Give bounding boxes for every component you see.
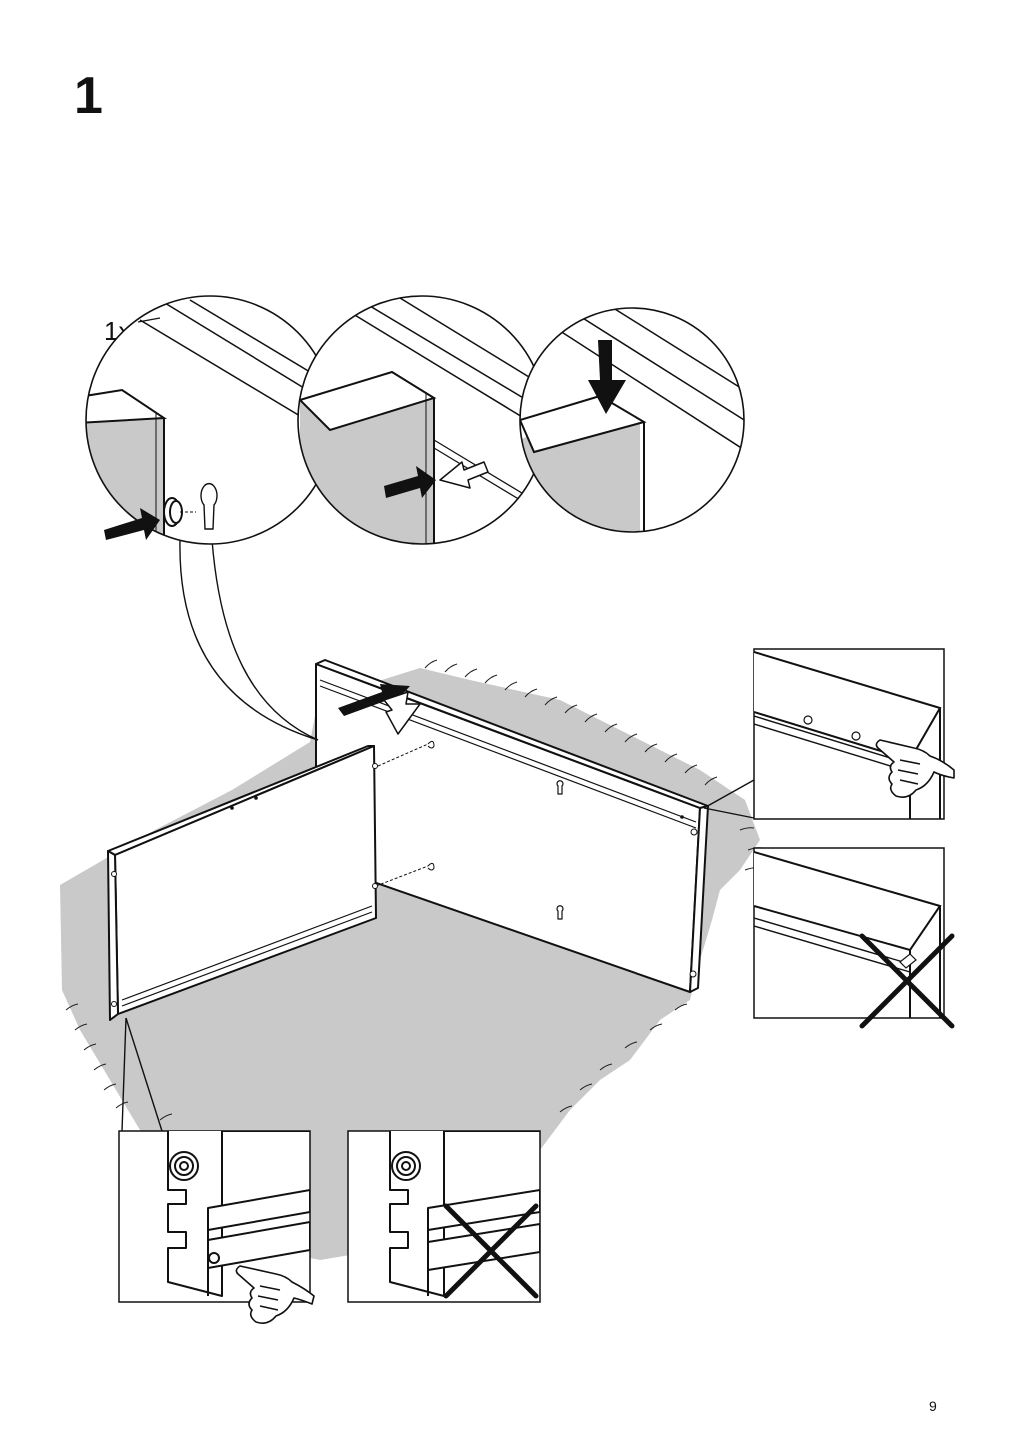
front-panel xyxy=(107,745,378,1021)
detail-circle-insert-pin xyxy=(85,295,335,545)
push-arrow-icon xyxy=(384,466,436,498)
hollow-arrow-icon xyxy=(439,461,489,489)
pin-lines xyxy=(375,740,435,887)
detail-box-groove-correct xyxy=(118,1130,315,1324)
finger-press-icon xyxy=(235,1265,315,1324)
cross-out-icon xyxy=(859,933,955,1029)
finger-press-icon xyxy=(875,739,955,798)
detail-circle-drop xyxy=(519,307,745,533)
step-number: 1 xyxy=(74,67,103,125)
push-arrow-icon xyxy=(338,684,421,735)
detail-box-holes-correct xyxy=(753,648,955,820)
cross-out-icon xyxy=(443,1203,539,1299)
detail-box-groove-wrong xyxy=(347,1130,541,1303)
callout-lines xyxy=(121,539,755,1132)
page-number: 9 xyxy=(929,1398,937,1414)
down-arrow-icon xyxy=(588,340,626,414)
detail-circle-slide xyxy=(297,295,547,545)
push-arrow-icon xyxy=(104,508,160,540)
detail-box-holes-wrong xyxy=(753,847,955,1029)
